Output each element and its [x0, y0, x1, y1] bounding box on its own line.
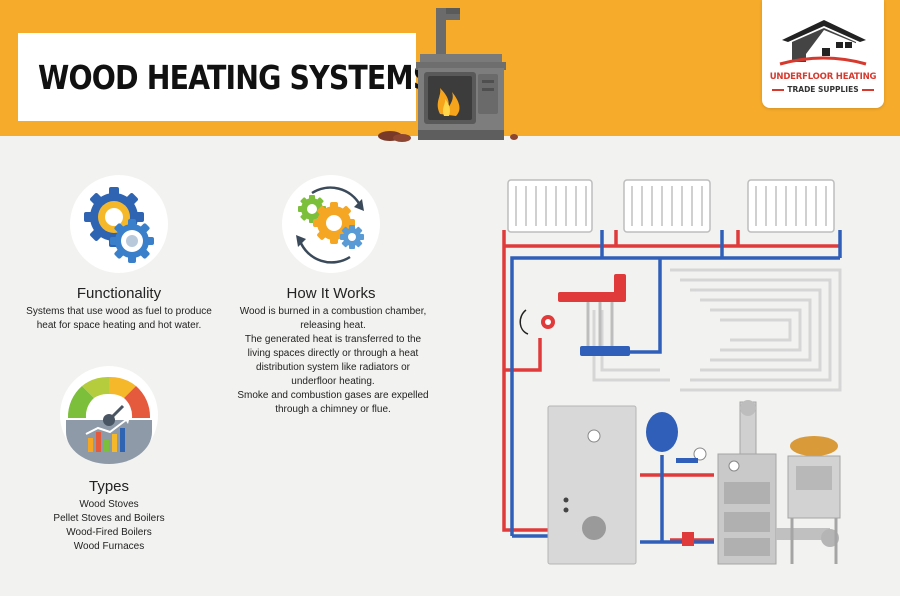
title-box: WOOD HEATING SYSTEMS: [18, 33, 433, 121]
types-item: Wood Stoves: [79, 499, 139, 510]
logo-text-sub: TRADE SUPPLIES: [787, 85, 859, 94]
how-it-works-title: How It Works: [286, 285, 376, 302]
page-title: WOOD HEATING SYSTEMS: [38, 57, 433, 97]
types-title: Types: [88, 478, 130, 495]
how-it-works-paragraph: The generated heat is transferred to the…: [244, 334, 422, 387]
how-it-works-paragraph: Wood is burned in a combustion chamber, …: [239, 306, 427, 331]
gears-icon: [84, 187, 154, 263]
functionality-text: Systems that use wood as fuel to produce…: [26, 306, 212, 331]
gauge-chart-icon: [66, 376, 152, 464]
types-icon-circle: [60, 366, 158, 464]
logo-text-main: UNDERFLOOR HEATING: [769, 72, 877, 82]
functionality-icon-circle: [70, 175, 168, 273]
radiator: [507, 179, 835, 233]
types-item: Pellet Stoves and Boilers: [53, 513, 165, 524]
functionality-title: Functionality: [76, 285, 162, 302]
types-item: Wood Furnaces: [73, 541, 145, 552]
logo-rule-right: [862, 89, 874, 91]
brand-logo[interactable]: UNDERFLOOR HEATING TRADE SUPPLIES: [762, 0, 884, 108]
house-logo-icon: [779, 20, 867, 66]
wood-stove-icon: [378, 8, 518, 142]
how-it-works-icon-circle: [282, 175, 380, 273]
types-item: Wood-Fired Boilers: [66, 527, 152, 538]
cycle-gears-icon: [296, 186, 364, 264]
logo-rule-left: [772, 89, 784, 91]
how-it-works-text: Wood is burned in a combustion chamber, …: [236, 305, 430, 417]
types-list: Wood Stoves Pellet Stoves and Boilers Wo…: [20, 498, 198, 554]
heating-system-diagram: [502, 179, 842, 565]
how-it-works-paragraph: Smoke and combustion gases are expelled …: [237, 390, 429, 415]
